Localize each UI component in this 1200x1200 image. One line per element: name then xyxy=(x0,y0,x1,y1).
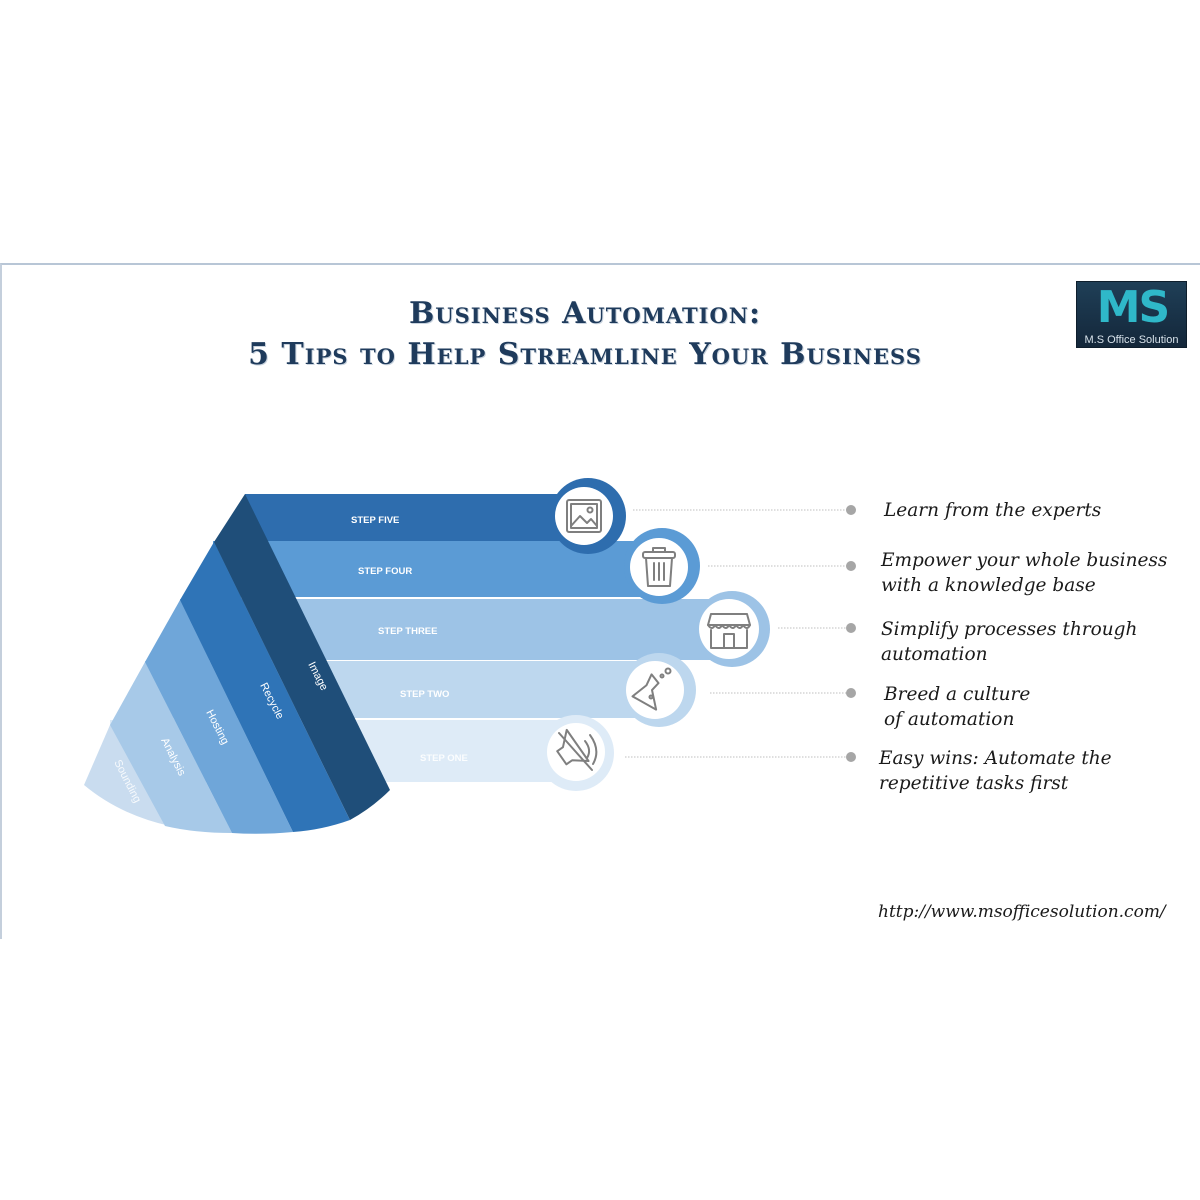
tip-3-line-1: Simplify processes through xyxy=(881,619,1138,640)
tip-4: Breed a culture of automation xyxy=(884,682,1030,732)
step-five-band xyxy=(245,494,595,541)
tip-4-line-1: Breed a culture xyxy=(884,684,1031,705)
tip-dot-4 xyxy=(846,688,856,698)
step-three-label: STEP THREE xyxy=(378,626,437,637)
tip-5-line-2: repetitive tasks first xyxy=(879,773,1069,794)
tip-5: Easy wins: Automate the repetitive tasks… xyxy=(879,746,1112,796)
tip-dot-1 xyxy=(846,505,856,515)
tip-dot-2 xyxy=(846,561,856,571)
tip-3-line-2: automation xyxy=(881,644,988,665)
tip-5-line-1: Easy wins: Automate the xyxy=(879,748,1112,769)
step-bands xyxy=(110,494,738,782)
wedge-two xyxy=(110,662,232,833)
wedge-one xyxy=(84,725,170,826)
step-four-label: STEP FOUR xyxy=(358,566,412,577)
wedge-five xyxy=(214,494,390,820)
tip-2-line-2: with a knowledge base xyxy=(881,575,1096,596)
connectors xyxy=(625,509,848,758)
wedge-three xyxy=(145,600,293,834)
tip-1-line-1: Learn from the experts xyxy=(884,500,1102,521)
trash-icon xyxy=(642,547,676,587)
tip-2-line-1: Empower your whole business xyxy=(881,550,1168,571)
ms-office-solution-logo: MS M.S Office Solution xyxy=(1076,281,1187,348)
title-line-1: Business Automation: xyxy=(408,296,762,331)
logo-mark: MS xyxy=(1096,282,1170,333)
title-line-2: 5 Tips to Help Streamline Your Business xyxy=(248,337,922,372)
tip-3: Simplify processes through automation xyxy=(881,617,1137,667)
tip-4-line-2: of automation xyxy=(884,709,1015,730)
store-icon xyxy=(707,613,751,649)
flask-icon xyxy=(631,667,672,711)
step-five-label: STEP FIVE xyxy=(351,515,399,526)
tip-2: Empower your whole business with a knowl… xyxy=(881,548,1167,598)
icon-circles xyxy=(538,478,770,791)
step-two-label: STEP TWO xyxy=(400,689,449,700)
step-wedges xyxy=(84,494,390,834)
step-one-label: STEP ONE xyxy=(420,753,468,764)
speaker-icon xyxy=(556,728,598,771)
website-url[interactable]: http://www.msofficesolution.com/ xyxy=(878,902,1166,922)
logo-caption: M.S Office Solution xyxy=(1084,334,1179,346)
tip-dot-3 xyxy=(846,623,856,633)
tip-1: Learn from the experts xyxy=(884,498,1101,523)
picture-icon xyxy=(566,499,602,533)
wedge-four xyxy=(180,542,350,832)
tip-dot-5 xyxy=(846,752,856,762)
